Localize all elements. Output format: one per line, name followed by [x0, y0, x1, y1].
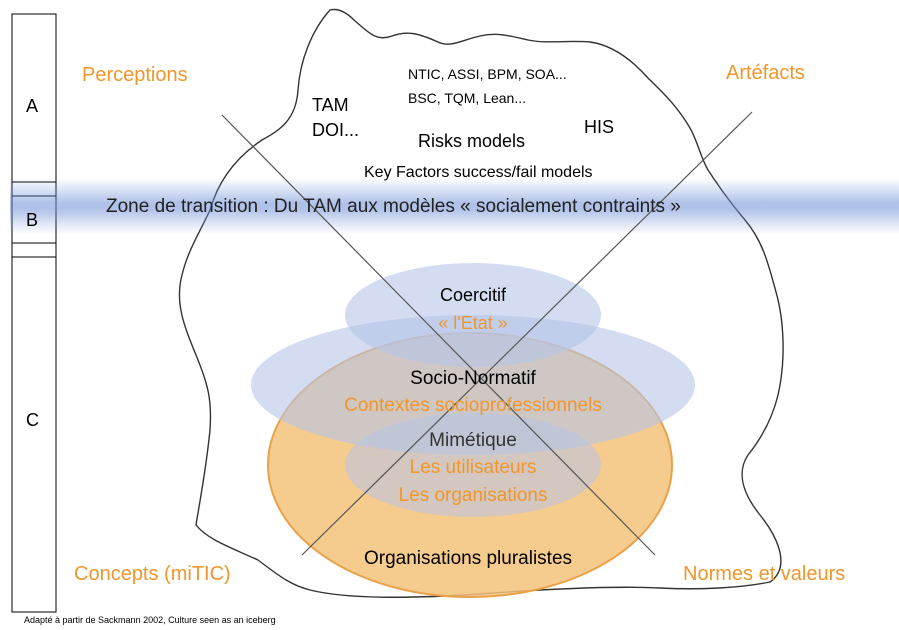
- doi-label: DOI...: [312, 120, 360, 140]
- his-label: HIS: [584, 117, 615, 137]
- socio-normatif-ellipse: [251, 315, 695, 455]
- artefacts-label: Artéfacts: [726, 62, 805, 84]
- level-a-label: A: [26, 96, 39, 116]
- socio-normatif-title: Socio-Normatif: [410, 368, 536, 389]
- risks-models-label: Risks models: [418, 131, 526, 151]
- socio-normatif-subtitle: Contextes socioprofessionnels: [344, 395, 602, 416]
- key-factors-label: Key Factors success/fail models: [364, 164, 593, 181]
- mimetique-organisations: Les organisations: [398, 485, 548, 506]
- normes-valeurs-label: Normes et valeurs: [683, 563, 846, 585]
- iceberg-outline: [178, 8, 784, 598]
- transition-band: [10, 178, 899, 234]
- ntic-label: NTIC, ASSI, BPM, SOA...: [408, 66, 567, 82]
- mimetique-ellipse: [345, 413, 601, 517]
- level-c-label: C: [26, 410, 39, 430]
- concepts-label: Concepts (miTIC): [74, 563, 231, 585]
- organisations-pluralistes-label: Organisations pluralistes: [363, 548, 573, 569]
- diagonal-line-2: [301, 111, 753, 556]
- source-caption: Adapté à partir de Sackmann 2002, Cultur…: [24, 615, 276, 625]
- mimetique-users: Les utilisateurs: [409, 457, 537, 478]
- transition-zone-label: Zone de transition : Du TAM aux modèles …: [106, 196, 681, 217]
- perceptions-label: Perceptions: [82, 64, 188, 86]
- diagonal-line-1: [221, 114, 656, 556]
- coercitif-title: Coercitif: [439, 285, 507, 305]
- coercitif-subtitle: « l'Etat »: [438, 313, 508, 333]
- tam-label: TAM: [312, 95, 349, 115]
- level-b-label: B: [26, 210, 39, 230]
- mimetique-title: Mimétique: [429, 430, 517, 451]
- bsc-label: BSC, TQM, Lean...: [408, 90, 527, 106]
